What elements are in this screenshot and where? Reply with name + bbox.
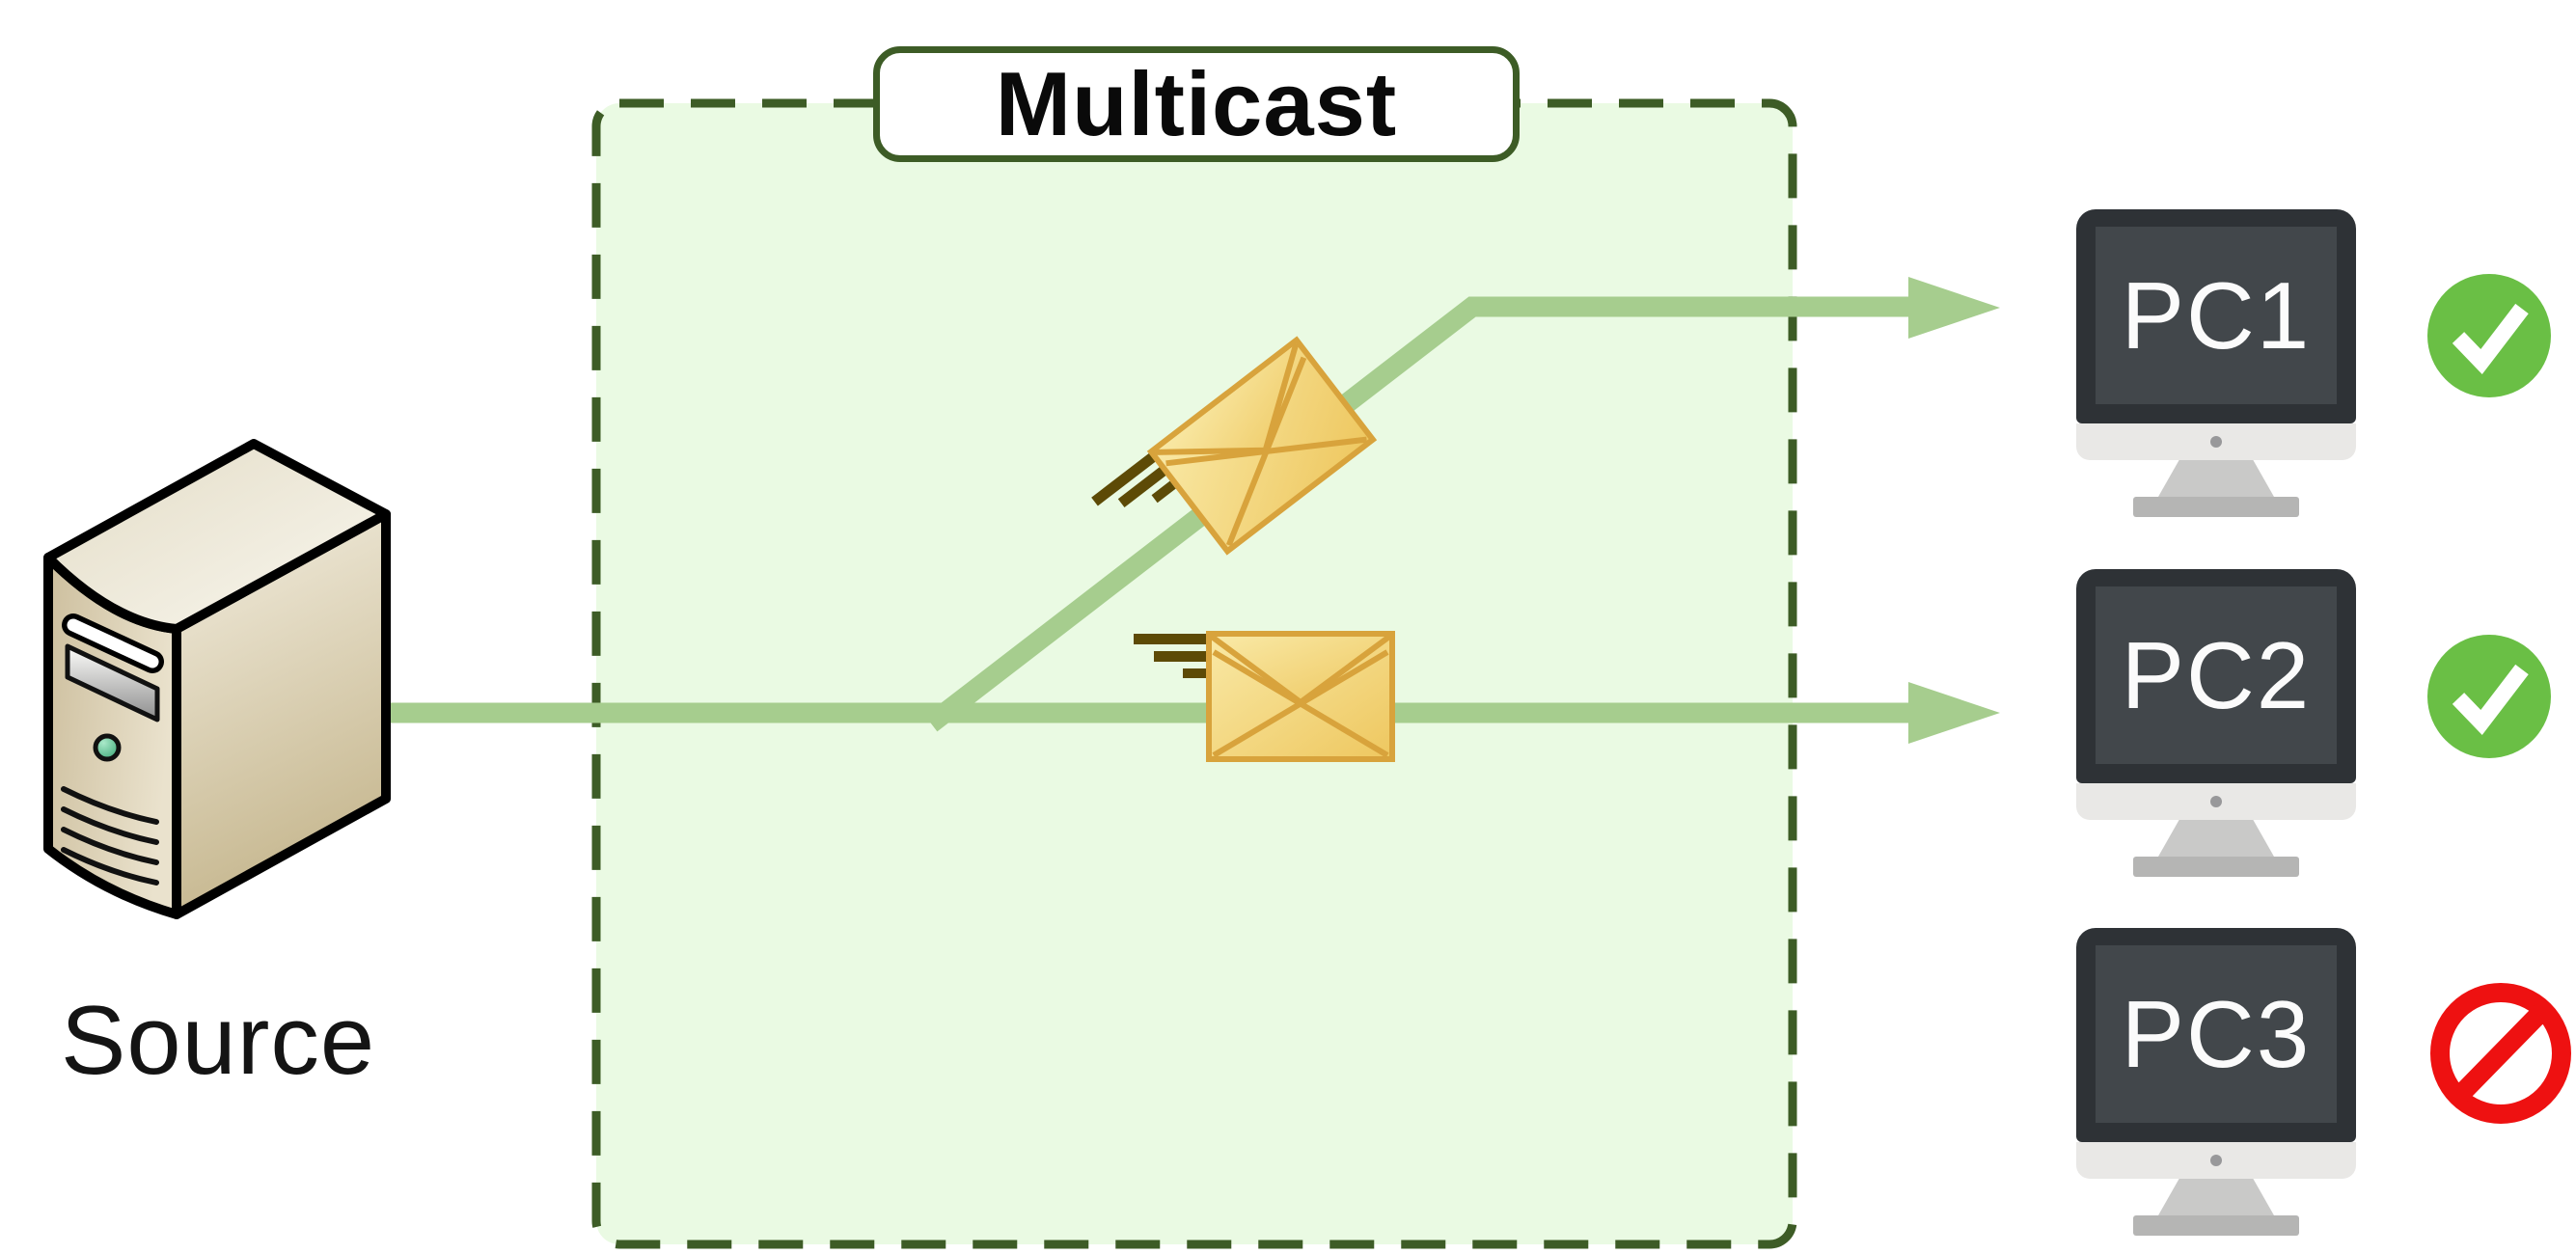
monitor-bezel: PC1 xyxy=(2076,209,2356,423)
pc3-label: PC3 xyxy=(2121,981,2312,1087)
check-icon xyxy=(2427,635,2551,758)
pc2-label: PC2 xyxy=(2121,622,2312,728)
monitor-bezel: PC3 xyxy=(2076,928,2356,1142)
monitor-stand-neck xyxy=(2158,1179,2274,1215)
monitor-button-dot xyxy=(2210,1155,2222,1166)
source-label: Source xyxy=(60,987,375,1095)
monitor-button-dot xyxy=(2210,436,2222,448)
server-tower-icon xyxy=(43,439,391,919)
arrow-to-pc1 xyxy=(924,296,1912,732)
monitor-stand-neck xyxy=(2158,460,2274,497)
monitor-stand-base xyxy=(2133,857,2299,877)
monitor-chin xyxy=(2076,1142,2356,1179)
pc1-label: PC1 xyxy=(2121,262,2312,368)
monitor-stand-base xyxy=(2133,1215,2299,1236)
check-icon xyxy=(2427,274,2551,397)
monitor-chin xyxy=(2076,783,2356,820)
monitor-button-dot xyxy=(2210,796,2222,807)
monitor-stand-neck xyxy=(2158,820,2274,857)
arrowhead-pc2-icon xyxy=(1908,682,2000,744)
monitor-screen: PC3 xyxy=(2096,945,2337,1123)
receiver-pc2: PC2 xyxy=(2076,569,2356,877)
prohibited-icon xyxy=(2429,982,2572,1125)
receiver-pc1: PC1 xyxy=(2076,209,2356,517)
monitor-chin xyxy=(2076,423,2356,460)
monitor-stand-base xyxy=(2133,497,2299,517)
arrowhead-pc1-icon xyxy=(1908,277,2000,339)
flow-arrows xyxy=(381,277,2000,744)
monitor-screen: PC1 xyxy=(2096,227,2337,404)
monitor-bezel: PC2 xyxy=(2076,569,2356,783)
multicast-title: Multicast xyxy=(995,53,1398,154)
receiver-pc3: PC3 xyxy=(2076,928,2356,1236)
multicast-title-box: Multicast xyxy=(873,46,1520,162)
monitor-screen: PC2 xyxy=(2096,586,2337,764)
